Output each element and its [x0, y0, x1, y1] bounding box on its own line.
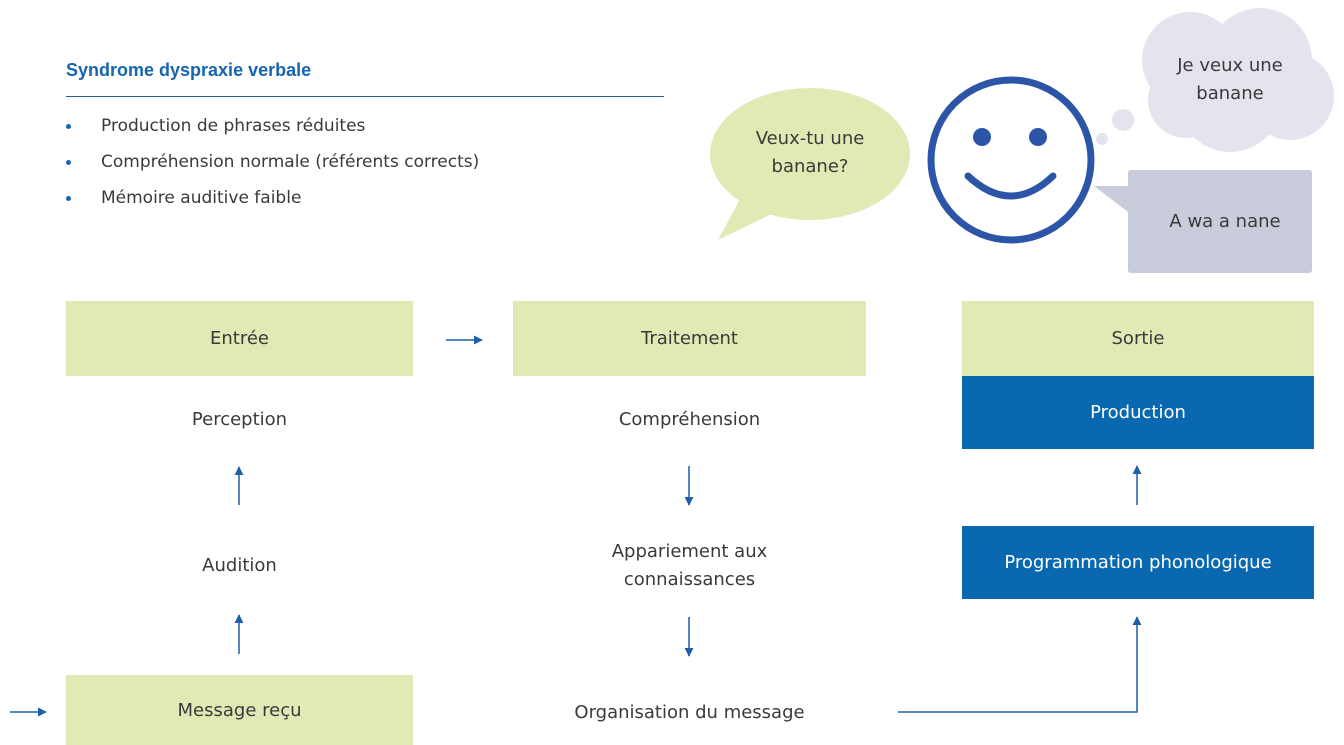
answer-speech-bubble [1094, 170, 1312, 273]
symptom-text: Mémoire auditive faible [101, 188, 302, 208]
symptom-item: Compréhension normale (référents correct… [66, 148, 479, 184]
programming-box: Programmation phonologique [962, 526, 1314, 599]
processing-header: Traitement [513, 301, 866, 376]
input-header: Entrée [66, 301, 413, 376]
bullet-dot-icon [66, 196, 71, 201]
production-box: Production [962, 376, 1314, 449]
message-received-box: Message reçu [66, 675, 413, 745]
bullet-dot-icon [66, 160, 71, 165]
symptom-item: Production de phrases réduites [66, 112, 479, 148]
perception-label: Perception [191, 409, 288, 430]
smiley-face-icon [927, 76, 1095, 244]
question-bubble-text: Veux-tu une banane? [755, 128, 865, 177]
organisation-label: Organisation du message [574, 702, 805, 723]
title-divider [66, 96, 664, 97]
symptom-text: Production de phrases réduites [101, 116, 366, 136]
organisation-to-programming-arrow [898, 616, 1142, 713]
comprehension-label: Compréhension [618, 409, 761, 430]
symptom-text: Compréhension normale (référents correct… [101, 152, 480, 172]
answer-bubble-text: A wa a nane [1169, 211, 1281, 232]
matching-label: Appariement aux connaissances [611, 541, 768, 590]
bullet-dot-icon [66, 124, 71, 129]
symptom-item: Mémoire auditive faible [66, 184, 479, 220]
symptom-list: Production de phrases réduites Compréhen… [66, 112, 479, 220]
audition-label: Audition [202, 555, 277, 576]
diagram-title: Syndrome dyspraxie verbale [66, 60, 312, 80]
question-speech-bubble [710, 88, 910, 240]
output-header: Sortie [962, 301, 1314, 376]
thought-bubble-text: Je veux une banane [1177, 55, 1283, 104]
thought-cloud [1096, 8, 1334, 152]
